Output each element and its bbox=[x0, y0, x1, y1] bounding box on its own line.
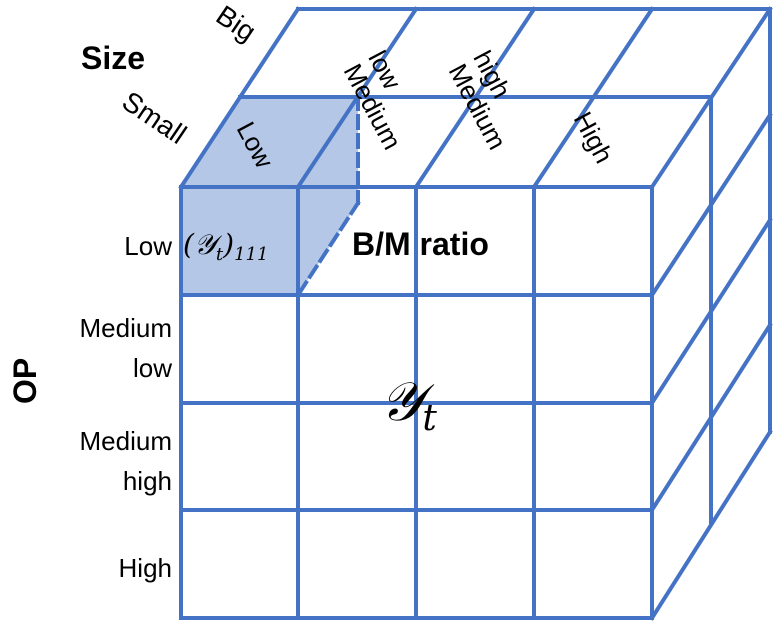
op-axis-title: OP bbox=[7, 358, 43, 404]
op-level-medium-low-line-2: low bbox=[133, 353, 172, 383]
op-level-medium-low-line-1: Medium bbox=[80, 313, 172, 343]
size-level-small: Small bbox=[117, 85, 192, 150]
op-level-medium-high-line-1: Medium bbox=[80, 426, 172, 456]
op-level-medium-high: Medium high bbox=[80, 426, 172, 496]
op-level-medium-low: Medium low bbox=[80, 313, 173, 383]
bm-level-high: High bbox=[568, 107, 620, 168]
op-level-low-line-1: Low bbox=[124, 231, 172, 261]
cube-grid bbox=[178, 6, 773, 621]
bm-level-high-line-1: High bbox=[568, 107, 620, 168]
op-level-high: High bbox=[119, 553, 172, 583]
bm-axis-title: B/M ratio bbox=[352, 226, 489, 262]
size-level-big: Big bbox=[211, 0, 262, 48]
bm-level-medium-high: Mediumhigh bbox=[443, 46, 538, 155]
side-oblique-3 bbox=[649, 322, 773, 513]
cell-label-index: 111 bbox=[234, 244, 268, 265]
top-oblique-3 bbox=[413, 6, 537, 190]
side-oblique-2 bbox=[649, 217, 773, 406]
tensor-label: 𝒴t bbox=[380, 370, 437, 439]
op-level-medium-high-line-2: high bbox=[123, 466, 172, 496]
highlighted-cell-front-face bbox=[181, 187, 298, 295]
highlight-back-diag-dashed bbox=[295, 200, 361, 298]
top-oblique-4 bbox=[531, 6, 655, 190]
cell-label-close-paren: ) bbox=[222, 228, 234, 261]
highlighted-cell-111 bbox=[181, 97, 358, 295]
tensor-subscript-t: t bbox=[422, 398, 437, 439]
cell-label-subscript-t: t bbox=[216, 244, 224, 265]
size-axis-title: Size bbox=[81, 40, 145, 76]
cell-111-label: (𝒴t)111 bbox=[183, 228, 268, 265]
op-level-low: Low bbox=[124, 231, 172, 261]
highlighted-cell-side-face bbox=[298, 97, 358, 295]
cell-label-open-paren: ( bbox=[183, 228, 195, 261]
side-bottom-edge bbox=[649, 429, 773, 621]
op-level-high-line-1: High bbox=[119, 553, 172, 583]
side-oblique-1 bbox=[649, 112, 773, 298]
top-oblique-1 bbox=[178, 6, 301, 190]
